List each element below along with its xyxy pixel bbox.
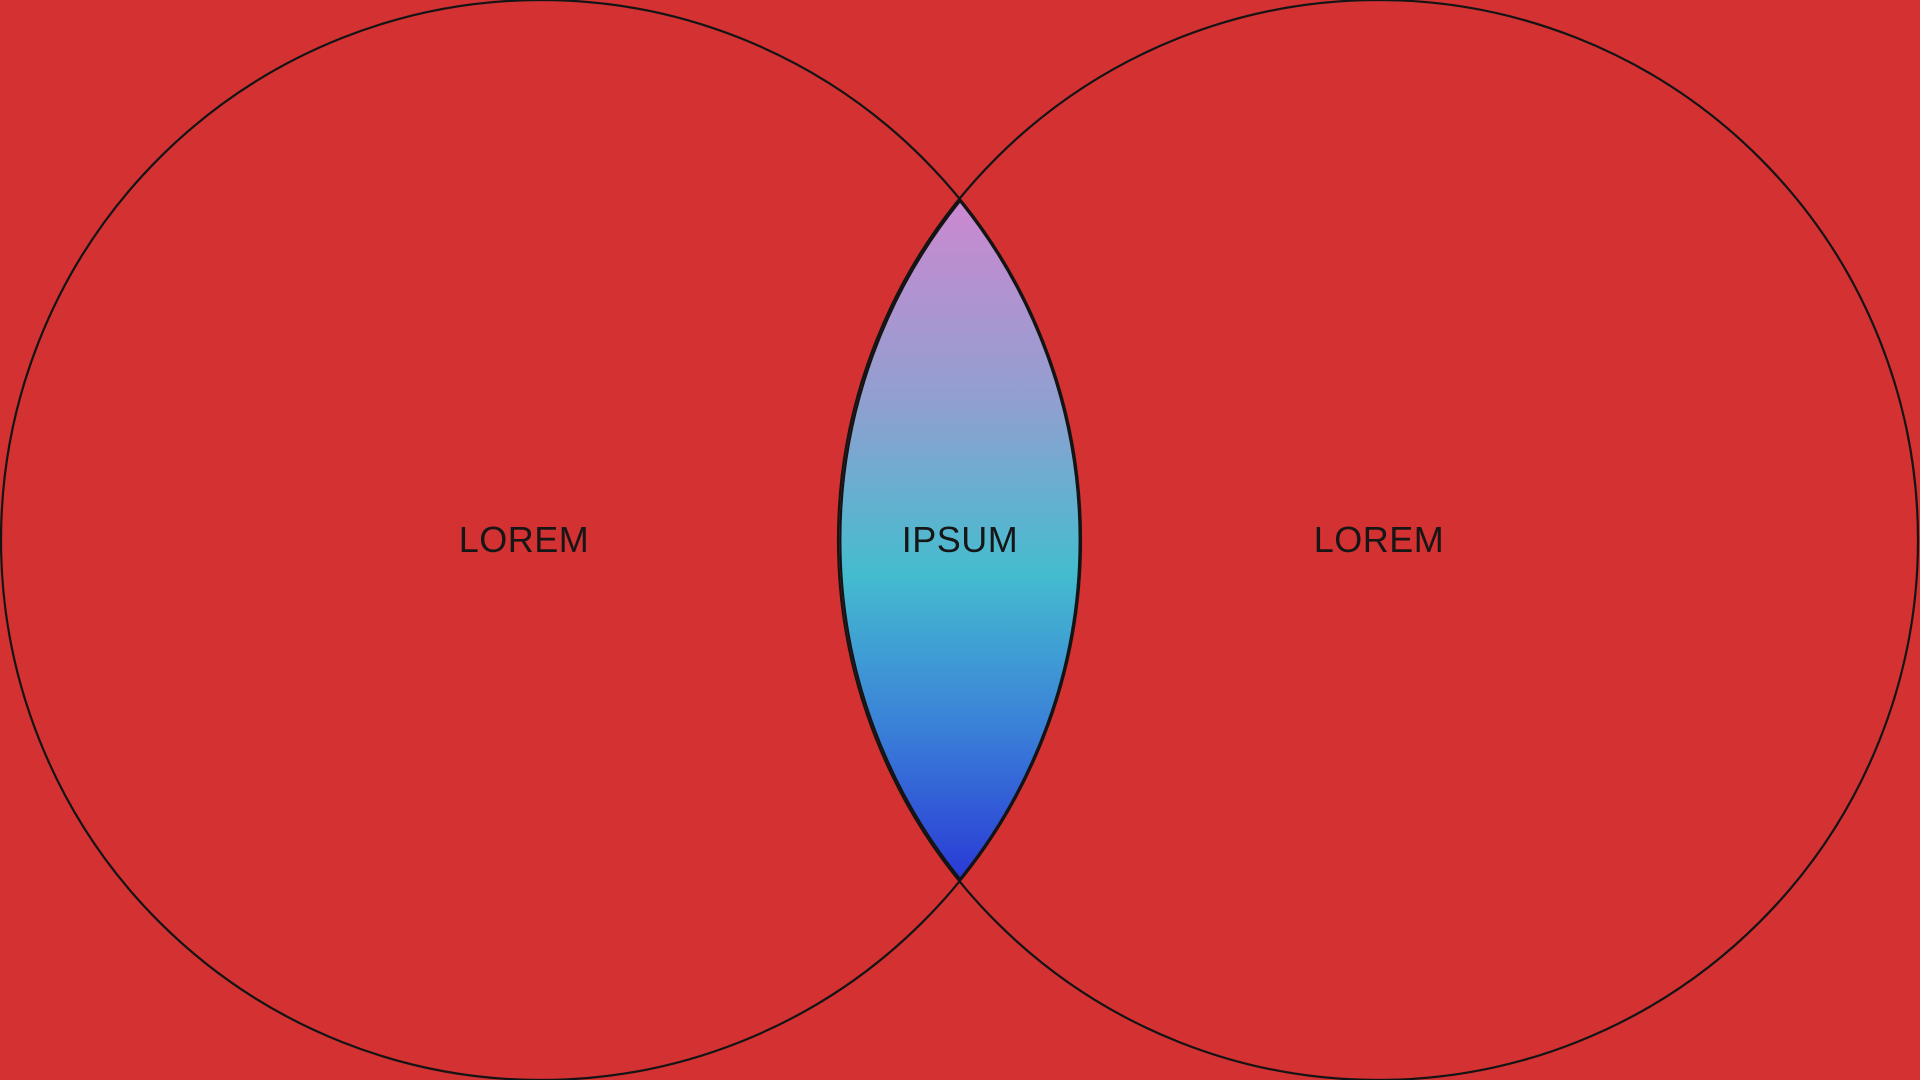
left-set-label: LOREM [458, 519, 590, 560]
right-circle [837, 0, 1919, 1080]
left-circle [0, 0, 1082, 1080]
intersection-label: IPSUM [901, 519, 1019, 560]
right-set-label: LOREM [1313, 519, 1445, 560]
intersection-lens [839, 199, 1081, 881]
